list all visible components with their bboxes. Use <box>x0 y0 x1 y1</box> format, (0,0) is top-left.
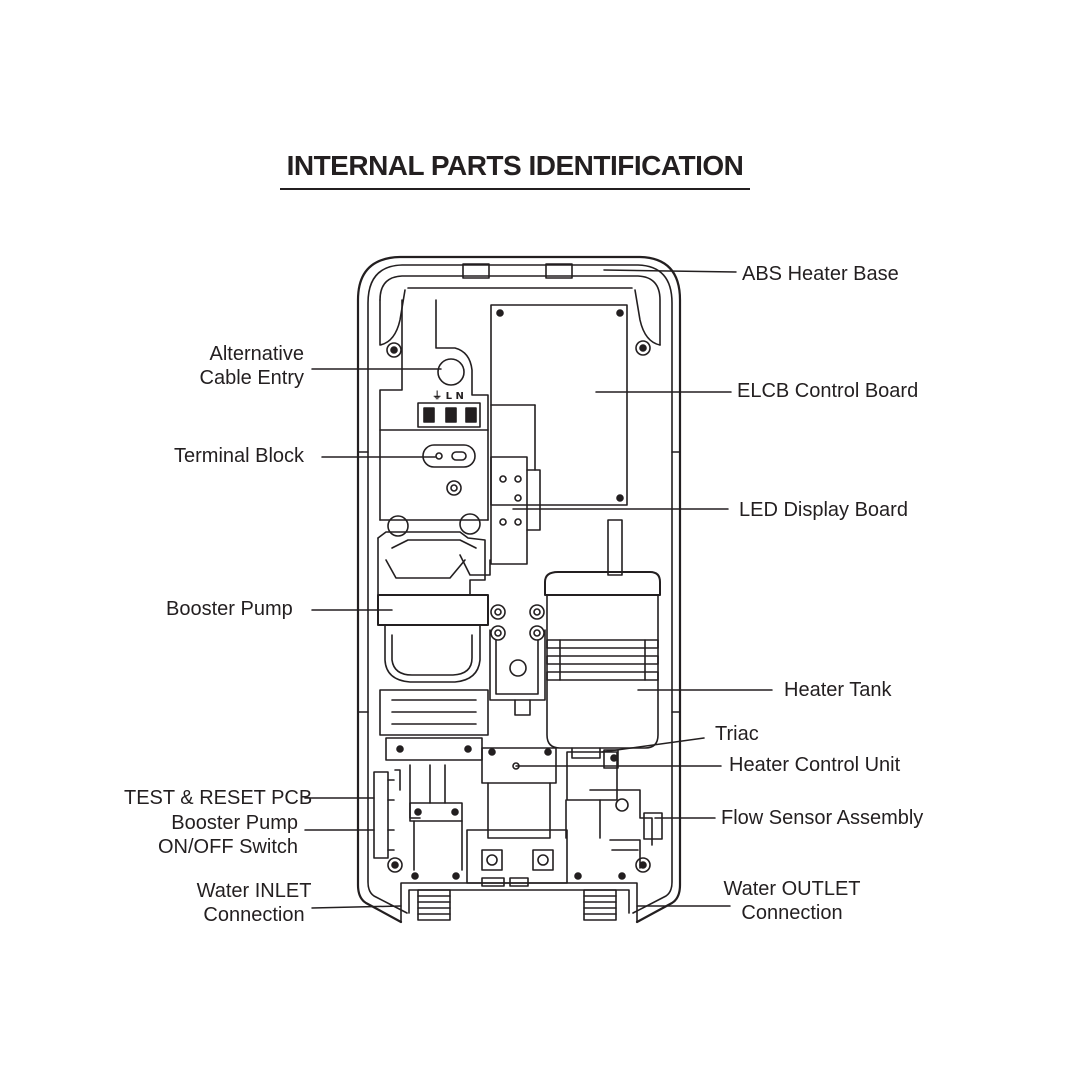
lower-piping <box>409 764 663 871</box>
heater-control-unit <box>481 747 619 839</box>
terminal-connector: ⏚ L N <box>417 390 481 428</box>
alternative-cable-entry <box>437 358 465 386</box>
label-booster-pump-switch-line1: Booster Pump <box>171 812 298 834</box>
label-water-outlet-line1: Water OUTLET <box>723 878 861 900</box>
page-title: INTERNAL PARTS IDENTIFICATION <box>280 146 750 190</box>
water-inlet-fitting <box>417 889 451 921</box>
label-booster-pump-switch: Booster Pump ON/OFF Switch <box>140 811 298 859</box>
heater-tank <box>544 519 661 759</box>
label-alternative-cable-entry: Alternative Cable Entry <box>170 342 305 390</box>
leader-lines <box>304 269 773 909</box>
label-water-outlet-line2: Connection <box>741 902 843 924</box>
label-water-outlet: Water OUTLET Connection <box>722 877 862 925</box>
label-flow-sensor-assembly: Flow Sensor Assembly <box>721 807 924 829</box>
pump-pipe-fittings <box>489 604 546 716</box>
booster-pump <box>377 513 491 761</box>
test-reset-pcb <box>373 769 401 859</box>
abs-heater-base-housing <box>356 255 682 924</box>
elcb-control-board <box>490 304 628 506</box>
label-booster-pump: Booster Pump <box>166 598 293 620</box>
label-booster-pump-switch-line2: ON/OFF Switch <box>157 836 298 858</box>
terminal-marks: ⏚ L N <box>432 390 464 402</box>
label-heater-tank: Heater Tank <box>784 679 892 701</box>
label-water-inlet-line2: Connection <box>203 904 305 926</box>
label-water-inlet-line1: Water INLET <box>196 880 312 902</box>
cable-frame <box>379 299 489 521</box>
label-elcb-control-board: ELCB Control Board <box>737 380 919 402</box>
led-display-board <box>490 456 541 565</box>
label-abs-heater-base: ABS Heater Base <box>742 263 899 285</box>
label-alternative-cable-entry-line2: Cable Entry <box>199 367 305 389</box>
label-water-inlet: Water INLET Connection <box>190 879 318 927</box>
label-terminal-block: Terminal Block <box>174 445 305 467</box>
water-outlet-fitting <box>583 889 617 921</box>
label-led-display-board: LED Display Board <box>739 499 908 521</box>
label-triac: Triac <box>715 723 759 745</box>
terminal-block <box>422 444 476 496</box>
label-alternative-cable-entry-line1: Alternative <box>209 343 305 365</box>
label-test-reset-pcb: TEST & RESET PCB <box>124 787 313 809</box>
bottom-connection-tray <box>400 829 638 923</box>
label-heater-control-unit: Heater Control Unit <box>729 754 901 776</box>
